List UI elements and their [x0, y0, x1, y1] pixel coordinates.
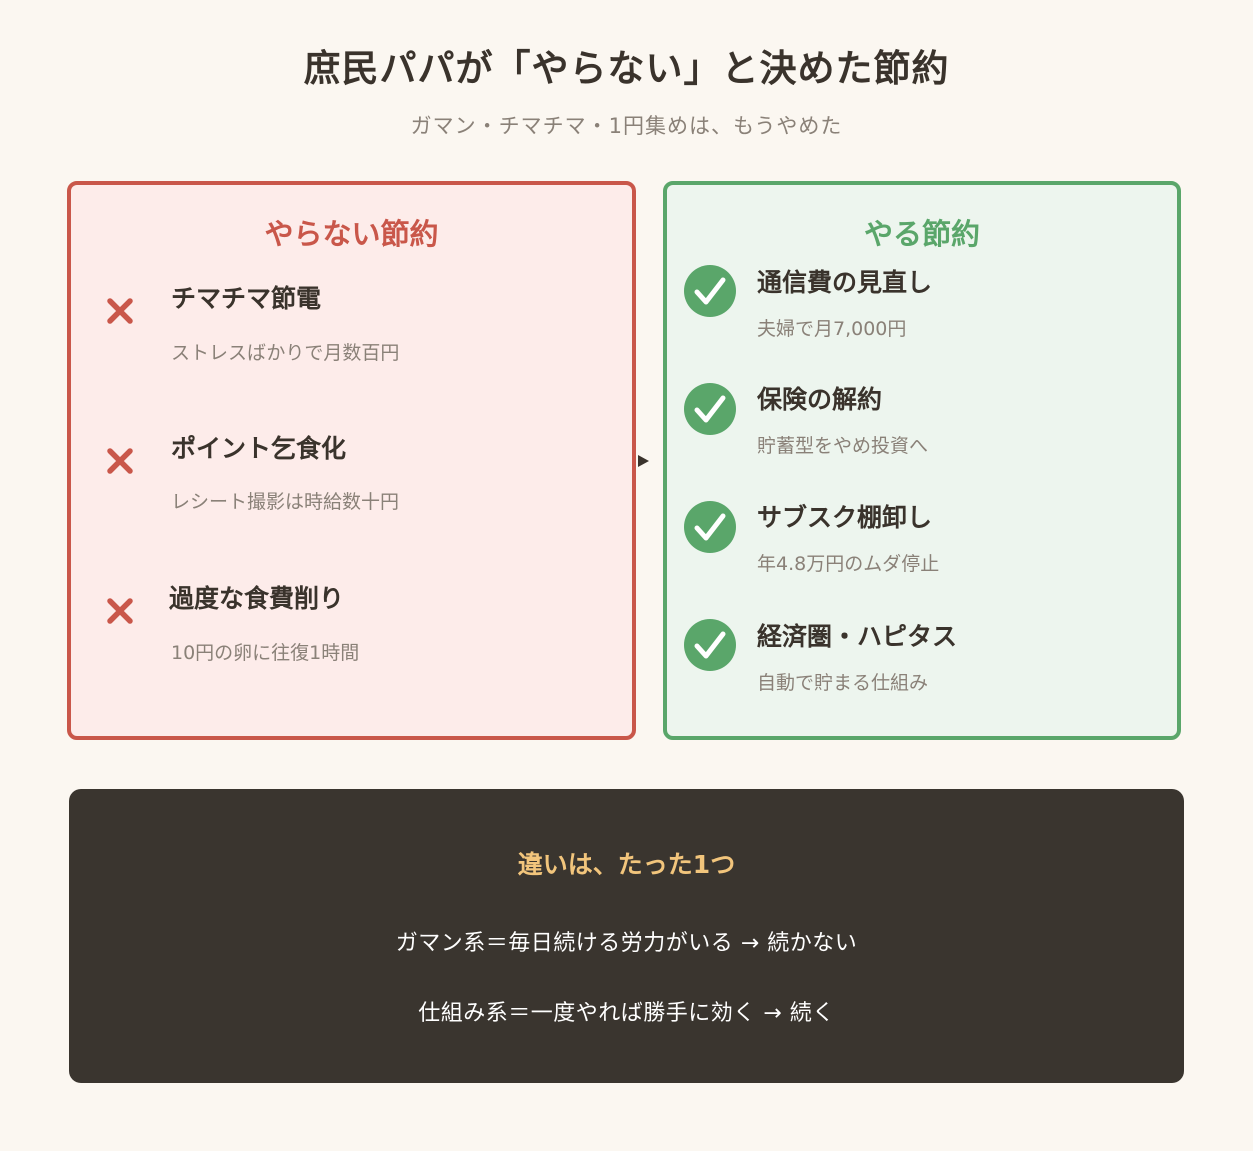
summary-line-1: ガマン系＝毎日続ける労力がいる → 続かない: [395, 931, 858, 956]
check-icon: [684, 501, 736, 553]
dont-panel: やらない節約 チマチマ節電 ストレスばかりで月数百円 ポイント乞食化 レシート撮…: [67, 181, 636, 740]
do-item-desc: 夫婦で月7,000円: [757, 318, 907, 340]
x-icon: [107, 448, 133, 474]
do-item-title: 通信費の見直し: [757, 268, 933, 297]
page-subtitle: ガマン・チマチマ・1円集めは、もうやめた: [410, 114, 843, 138]
summary-box: 違いは、たった1つ ガマン系＝毎日続ける労力がいる → 続かない 仕組み系＝一度…: [69, 789, 1184, 1083]
dont-item-title: 過度な食費削り: [169, 584, 345, 613]
dont-item-desc: 10円の卵に往復1時間: [171, 642, 360, 664]
do-panel-title: やる節約: [863, 217, 980, 251]
dont-item-title: チマチマ節電: [171, 284, 322, 313]
do-panel: やる節約 通信費の見直し 夫婦で月7,000円 保険の解約 貯蓄型をやめ投資へ …: [663, 181, 1181, 740]
check-icon: [684, 265, 736, 317]
dont-item-title: ポイント乞食化: [171, 434, 347, 463]
do-item-title: サブスク棚卸し: [757, 503, 933, 532]
do-item-title: 保険の解約: [757, 385, 883, 414]
do-item-title: 経済圏・ハピタス: [757, 622, 958, 651]
dont-item-desc: レシート撮影は時給数十円: [171, 491, 400, 513]
do-item-desc: 貯蓄型をやめ投資へ: [757, 435, 929, 457]
check-icon: [684, 619, 736, 671]
do-item-desc: 年4.8万円のムダ停止: [757, 553, 940, 575]
dont-panel-title: やらない節約: [264, 217, 439, 251]
page-title: 庶民パパが「やらない」と決めた節約: [303, 47, 950, 90]
do-item-desc: 自動で貯まる仕組み: [757, 672, 929, 694]
x-icon: [107, 598, 133, 624]
summary-title: 違いは、たった1つ: [517, 850, 736, 879]
x-icon: [107, 298, 133, 324]
arrow-right-icon: [638, 455, 649, 467]
check-icon: [684, 383, 736, 435]
summary-line-2: 仕組み系＝一度やれば勝手に効く → 続く: [418, 1001, 835, 1026]
dont-item-desc: ストレスばかりで月数百円: [171, 342, 400, 364]
